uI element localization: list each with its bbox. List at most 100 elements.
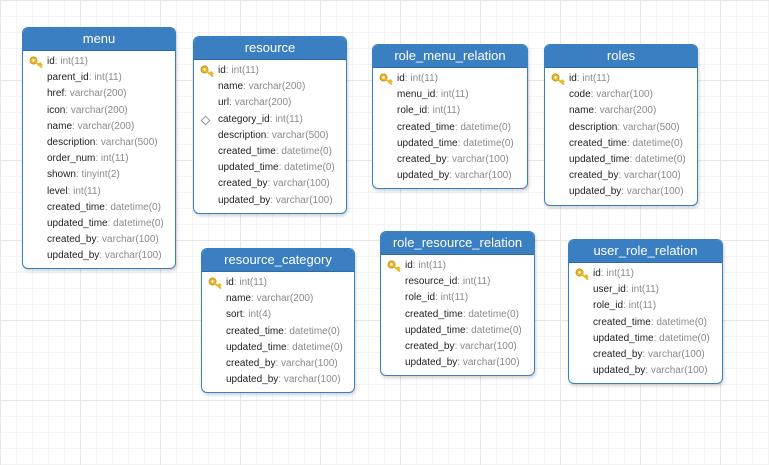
- field-separator: :: [243, 81, 249, 93]
- field-row-updated-by[interactable]: updated_by: varchar(100): [569, 363, 722, 379]
- field-row-updated-by[interactable]: updated_by: varchar(100): [194, 193, 346, 209]
- field-row-created-time[interactable]: created_time: datetime(0): [569, 315, 722, 331]
- field-row-id[interactable]: id: int(11): [545, 71, 697, 87]
- field-row-category-id[interactable]: category_id: int(11): [194, 112, 346, 128]
- field-row-updated-time[interactable]: updated_time: datetime(0): [23, 216, 175, 232]
- field-type: int(11): [631, 284, 659, 296]
- field-row-created-by[interactable]: created_by: varchar(100): [381, 339, 534, 355]
- field-separator: :: [404, 73, 411, 84]
- field-type: int(11): [231, 65, 259, 76]
- field-name: name: [569, 105, 595, 117]
- field-row-id[interactable]: id: int(11): [381, 258, 534, 274]
- field-name: sort: [226, 309, 243, 321]
- field-separator: :: [65, 104, 71, 116]
- field-row-created-by[interactable]: created_by: varchar(100): [569, 347, 722, 363]
- field-row-updated-time[interactable]: updated_time: datetime(0): [373, 136, 527, 152]
- field-row-updated-by[interactable]: updated_by: varchar(100): [23, 248, 175, 264]
- field-row-id[interactable]: id: int(11): [373, 71, 527, 87]
- field-row-updated-by[interactable]: updated_by: varchar(100): [545, 184, 697, 200]
- field-row-updated-by[interactable]: updated_by: varchar(100): [373, 168, 527, 184]
- field-row-created-by[interactable]: created_by: varchar(100): [545, 168, 697, 184]
- primary-key-icon: [551, 73, 565, 85]
- field-separator: :: [99, 250, 105, 262]
- field-row-menu-id[interactable]: menu_id: int(11): [373, 87, 527, 103]
- field-row-href[interactable]: href: varchar(200): [23, 86, 175, 102]
- primary-key-icon: [575, 268, 589, 280]
- field-row-level[interactable]: level: int(11): [23, 184, 175, 200]
- field-row-name[interactable]: name: varchar(200): [23, 119, 175, 135]
- field-type: varchar(100): [281, 357, 338, 369]
- field-separator: :: [269, 113, 276, 125]
- field-row-created-time[interactable]: created_time: datetime(0): [373, 120, 527, 136]
- field-name: created_time: [397, 121, 455, 133]
- field-row-icon[interactable]: icon: varchar(200): [23, 103, 175, 119]
- field-row-updated-time[interactable]: updated_time: datetime(0): [202, 340, 354, 356]
- field-row-code[interactable]: code: varchar(100): [545, 87, 697, 103]
- primary-key-icon: [200, 65, 214, 77]
- field-row-order-num[interactable]: order_num: int(11): [23, 151, 175, 167]
- field-row-sort[interactable]: sort: int(4): [202, 307, 354, 323]
- field-separator: :: [576, 73, 583, 84]
- field-name: updated_by: [218, 194, 271, 206]
- field-name: id: [47, 56, 55, 67]
- field-type: int(11): [440, 89, 469, 101]
- primary-key-icon: [379, 73, 393, 85]
- field-row-role-id[interactable]: role_id: int(11): [381, 290, 534, 306]
- field-row-id[interactable]: id: int(11): [202, 275, 354, 291]
- field-name: id: [593, 268, 601, 279]
- field-row-updated-time[interactable]: updated_time: datetime(0): [545, 152, 697, 168]
- field-type: datetime(0): [292, 341, 343, 353]
- field-row-description[interactable]: description: varchar(500): [545, 120, 697, 136]
- field-row-name[interactable]: name: varchar(200): [202, 291, 354, 307]
- field-separator: :: [225, 65, 232, 76]
- field-row-updated-by[interactable]: updated_by: varchar(100): [202, 372, 354, 388]
- field-row-created-by[interactable]: created_by: varchar(100): [23, 232, 175, 248]
- field-name: url: [218, 97, 230, 109]
- field-row-name[interactable]: name: varchar(200): [545, 103, 697, 119]
- field-row-url[interactable]: url: varchar(200): [194, 95, 346, 111]
- field-row-name[interactable]: name: varchar(200): [194, 79, 346, 95]
- field-row-created-time[interactable]: created_time: datetime(0): [545, 136, 697, 152]
- field-name: id: [405, 260, 413, 271]
- field-row-description[interactable]: description: varchar(500): [23, 135, 175, 151]
- field-row-created-by[interactable]: created_by: varchar(100): [373, 152, 527, 168]
- field-row-id[interactable]: id: int(11): [569, 266, 722, 282]
- field-row-shown[interactable]: shown: tinyint(2): [23, 167, 175, 183]
- field-row-updated-time[interactable]: updated_time: datetime(0): [569, 331, 722, 347]
- field-type: datetime(0): [632, 137, 683, 149]
- field-row-description[interactable]: description: varchar(500): [194, 128, 346, 144]
- field-name: description: [47, 136, 96, 148]
- field-separator: :: [104, 201, 111, 213]
- field-row-role-id[interactable]: role_id: int(11): [373, 103, 527, 119]
- field-row-updated-by[interactable]: updated_by: varchar(100): [381, 355, 534, 371]
- field-name: created_time: [226, 325, 284, 337]
- field-type: int(11): [628, 300, 657, 312]
- field-separator: :: [465, 324, 472, 336]
- field-row-updated-time[interactable]: updated_time: datetime(0): [194, 160, 346, 176]
- field-row-created-by[interactable]: created_by: varchar(100): [202, 356, 354, 372]
- field-row-created-time[interactable]: created_time: datetime(0): [381, 307, 534, 323]
- field-separator: :: [266, 129, 272, 141]
- field-row-created-time[interactable]: created_time: datetime(0): [23, 200, 175, 216]
- field-type: datetime(0): [289, 325, 340, 337]
- field-row-role-id[interactable]: role_id: int(11): [569, 298, 722, 314]
- field-row-created-time[interactable]: created_time: datetime(0): [194, 144, 346, 160]
- field-row-parent-id[interactable]: parent_id: int(11): [23, 70, 175, 86]
- field-row-updated-time[interactable]: updated_time: datetime(0): [381, 323, 534, 339]
- field-row-id[interactable]: id: int(11): [194, 63, 346, 79]
- field-row-user-id[interactable]: user_id: int(11): [569, 282, 722, 298]
- field-list: id: int(11)user_id: int(11)role_id: int(…: [569, 263, 722, 383]
- field-row-created-by[interactable]: created_by: varchar(100): [194, 176, 346, 192]
- field-type: int(11): [239, 277, 267, 288]
- field-row-resource-id[interactable]: resource_id: int(11): [381, 274, 534, 290]
- field-row-created-time[interactable]: created_time: datetime(0): [202, 324, 354, 340]
- field-row-id[interactable]: id: int(11): [23, 54, 175, 70]
- field-list: id: int(11)code: varchar(100)name: varch…: [545, 68, 697, 205]
